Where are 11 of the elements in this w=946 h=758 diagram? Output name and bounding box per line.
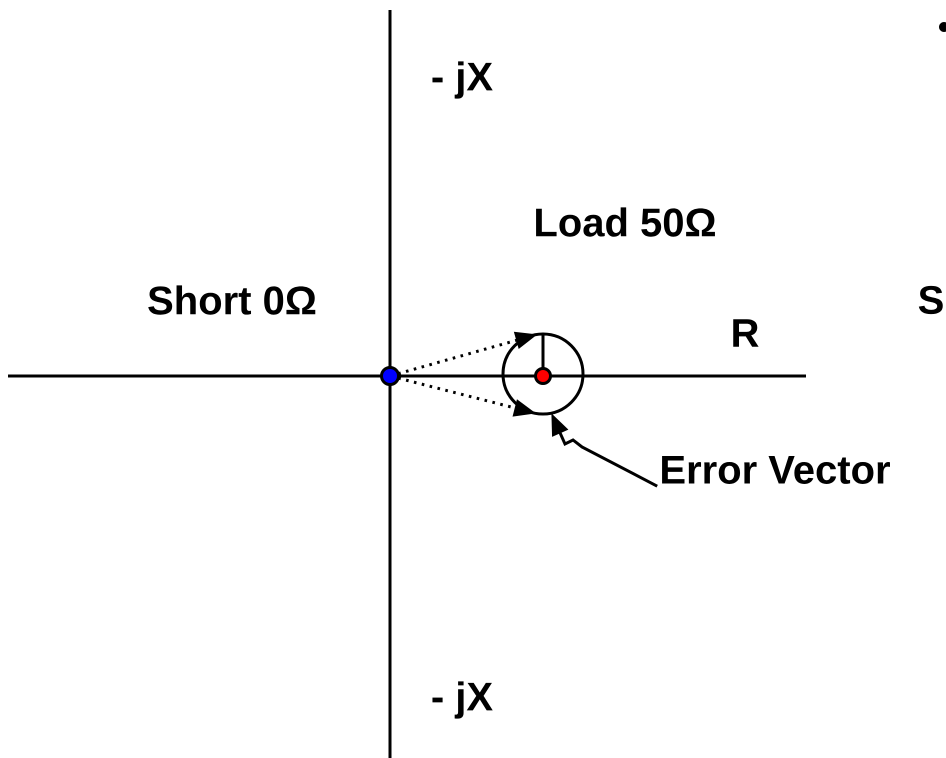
- axis-label: - jX: [432, 61, 493, 99]
- load-dot: [534, 367, 552, 385]
- axis-label: S: [918, 286, 943, 314]
- axis-label: R: [733, 319, 759, 347]
- axis-label: Load 50Ω: [536, 207, 715, 237]
- callout-text: Error Vector: [662, 456, 890, 484]
- radius-line: [542, 334, 544, 368]
- axis-label: - jX: [432, 681, 493, 719]
- axis-label: Short 0Ω: [148, 285, 316, 315]
- origin-dot: [380, 366, 400, 386]
- error-circle: [502, 332, 584, 416]
